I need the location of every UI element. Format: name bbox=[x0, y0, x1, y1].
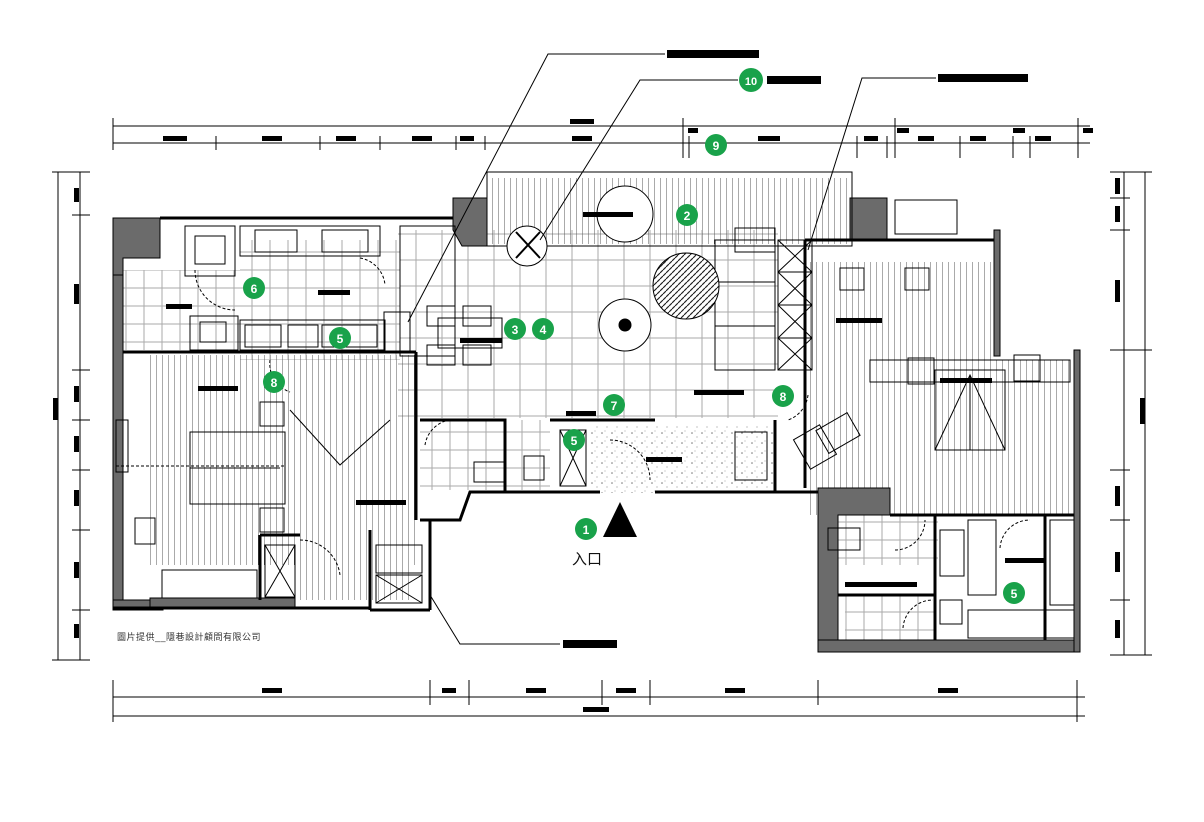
marker-8a bbox=[263, 371, 285, 393]
furniture-lines bbox=[115, 171, 1075, 639]
marker-5b bbox=[563, 429, 585, 451]
svg-text:5: 5 bbox=[1011, 587, 1018, 601]
svg-text:5: 5 bbox=[571, 434, 578, 448]
floor-fills bbox=[123, 178, 1074, 640]
room-labels bbox=[166, 212, 1045, 587]
round-fixtures bbox=[506, 185, 720, 352]
svg-text:2: 2 bbox=[684, 209, 691, 223]
right-dimension-lines bbox=[1110, 171, 1152, 656]
entrance-label: 入口 bbox=[572, 551, 603, 568]
svg-text:7: 7 bbox=[611, 399, 618, 413]
marker-5a bbox=[329, 327, 351, 349]
left-dimension-lines bbox=[52, 171, 90, 661]
marker-8b bbox=[772, 385, 794, 407]
svg-text:10: 10 bbox=[745, 76, 757, 88]
svg-text:4: 4 bbox=[540, 323, 547, 337]
door-swings bbox=[116, 257, 1031, 629]
marker-6 bbox=[243, 277, 265, 299]
svg-text:3: 3 bbox=[512, 323, 519, 337]
marker-3 bbox=[504, 318, 526, 340]
svg-text:6: 6 bbox=[251, 282, 258, 296]
entrance-arrow bbox=[603, 502, 637, 537]
walls bbox=[112, 197, 1081, 653]
marker-5c bbox=[1003, 582, 1025, 604]
marker-1 bbox=[575, 518, 597, 540]
svg-text:1: 1 bbox=[583, 523, 590, 537]
marker-7 bbox=[603, 394, 625, 416]
svg-text:9: 9 bbox=[713, 139, 720, 153]
leader-lines bbox=[407, 53, 936, 645]
image-credit: 圖片提供__隱巷設計顧問有限公司 bbox=[117, 632, 262, 642]
marker-group: 1 2 3 4 5 5 5 6 7 8 8 9 10 bbox=[243, 68, 1025, 604]
bottom-dimension-lines bbox=[112, 680, 1085, 722]
callout-labels bbox=[563, 50, 1028, 648]
svg-text:8: 8 bbox=[780, 390, 787, 404]
top-dimension-lines bbox=[112, 118, 1093, 158]
marker-4 bbox=[532, 318, 554, 340]
svg-text:8: 8 bbox=[271, 376, 278, 390]
marker-10 bbox=[739, 68, 763, 92]
svg-text:5: 5 bbox=[337, 332, 344, 346]
marker-9 bbox=[705, 134, 727, 156]
marker-2 bbox=[676, 204, 698, 226]
